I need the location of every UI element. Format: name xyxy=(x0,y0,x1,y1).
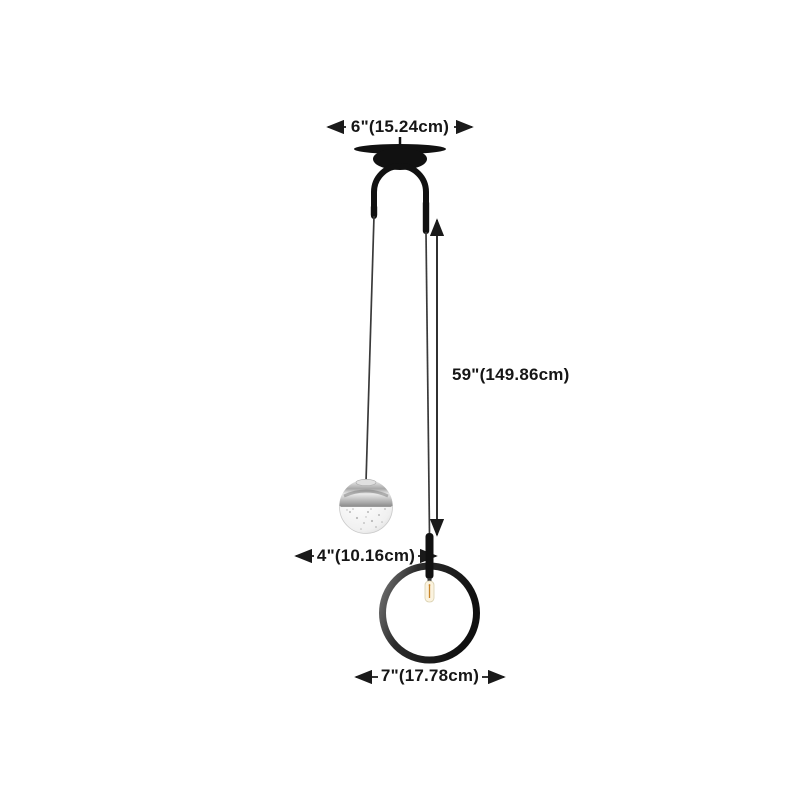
right-cord xyxy=(425,231,431,535)
drop-length-label: 59"(149.86cm) xyxy=(452,365,570,384)
bulb-icon xyxy=(424,578,435,603)
hanger-arch-icon xyxy=(370,163,430,234)
canopy-width-label: 6"(15.24cm) xyxy=(350,117,450,136)
ceiling-canopy-icon xyxy=(354,137,446,170)
ball-diameter-label: 4"(10.16cm) xyxy=(316,546,416,565)
left-cord xyxy=(365,215,375,483)
crystal-ball-pendant-icon xyxy=(339,478,393,534)
ring-diameter-label: 7"(17.78cm) xyxy=(380,666,480,685)
crystal-bubbles xyxy=(346,508,386,530)
ring-pendant-icon xyxy=(379,533,480,664)
